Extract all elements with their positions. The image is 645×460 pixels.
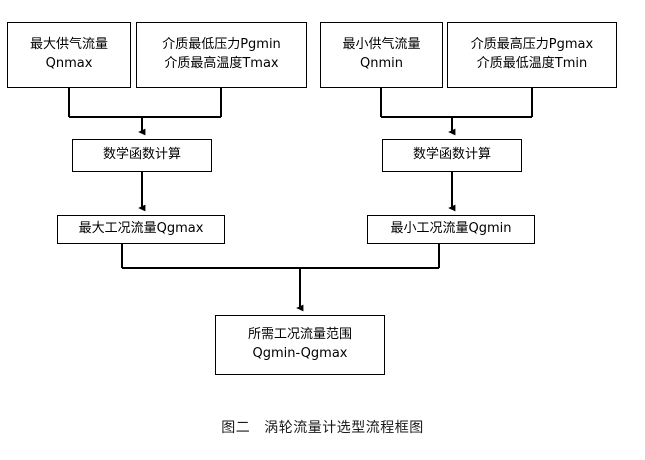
node-medium-max-pressure-line1: 介质最高压力Pgmax [470,37,594,53]
figure-caption-label: 图二 [221,420,251,436]
figure-caption-title: 涡轮流量计选型流程框图 [264,420,424,436]
node-qgmin-label: 最小工况流量Qgmin [390,221,512,237]
node-max-supply-flow-line2: Qnmax [45,56,93,71]
node-result-flow-range: 所需工况流量范围 Qgmin-Qgmax [215,315,385,375]
node-medium-max-pressure: 介质最高压力Pgmax 介质最低温度Tmin [447,22,617,88]
node-max-supply-flow-line1: 最大供气流量 [29,37,108,53]
node-result-flow-range-line1: 所需工况流量范围 [247,327,352,343]
node-math-calc-left: 数学函数计算 [72,139,212,172]
node-max-supply-flow: 最大供气流量 Qnmax [7,22,131,88]
node-medium-max-pressure-line2: 介质最低温度Tmin [476,56,588,71]
node-min-supply-flow: 最小供气流量 Qnmin [320,22,443,88]
node-min-supply-flow-line1: 最小供气流量 [342,37,421,53]
node-medium-min-pressure-line1: 介质最低压力Pgmin [162,37,281,53]
node-qgmax: 最大工况流量Qgmax [57,215,225,244]
node-medium-min-pressure-line2: 介质最高温度Tmax [164,56,279,71]
node-medium-min-pressure: 介质最低压力Pgmin 介质最高温度Tmax [136,22,307,88]
node-result-flow-range-line2: Qgmin-Qgmax [252,346,348,361]
node-qgmax-label: 最大工况流量Qgmax [78,221,204,237]
node-min-supply-flow-line2: Qnmin [360,56,403,71]
node-qgmin: 最小工况流量Qgmin [367,215,535,244]
figure-caption: 图二涡轮流量计选型流程框图 [0,417,645,437]
node-math-calc-right-label: 数学函数计算 [412,147,491,163]
node-math-calc-left-label: 数学函数计算 [102,147,181,163]
node-math-calc-right: 数学函数计算 [382,139,522,172]
